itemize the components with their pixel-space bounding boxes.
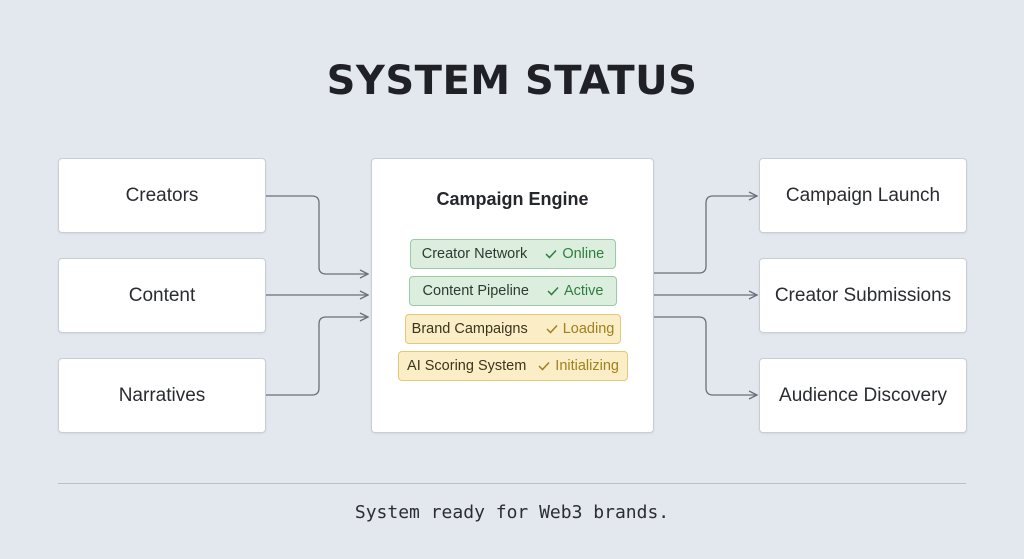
- badge-status: Active: [547, 283, 603, 299]
- status-badge-content-pipeline: Content Pipeline Active: [409, 276, 617, 306]
- divider: [58, 483, 966, 484]
- page-title: SYSTEM STATUS: [326, 58, 698, 104]
- node-label: Creators: [125, 184, 199, 206]
- node-label: Audience Discovery: [779, 384, 947, 406]
- input-node-creators: Creators: [58, 158, 266, 233]
- engine-title: Campaign Engine: [436, 189, 589, 209]
- status-badge-ai-scoring-system: AI Scoring System Initializing: [398, 351, 628, 381]
- check-icon: [545, 249, 557, 259]
- check-icon: [538, 361, 550, 371]
- badge-status: Initializing: [538, 358, 619, 374]
- badge-status: Online: [545, 246, 604, 262]
- status-badge-creator-network: Creator Network Online: [410, 239, 616, 269]
- check-icon: [546, 324, 558, 334]
- output-node-creator-submissions: Creator Submissions: [759, 258, 967, 333]
- badge-status: Loading: [546, 321, 614, 337]
- badge-name: AI Scoring System: [407, 358, 527, 374]
- output-node-campaign-launch: Campaign Launch: [759, 158, 967, 233]
- status-badge-brand-campaigns: Brand Campaigns Loading: [405, 314, 621, 344]
- node-label: Creator Submissions: [774, 284, 952, 306]
- badge-name: Brand Campaigns: [411, 321, 528, 337]
- check-icon: [547, 286, 559, 296]
- arrow-engine-to-launch: [654, 196, 757, 274]
- campaign-engine-panel: Campaign Engine Creator Network Online C…: [371, 158, 654, 433]
- node-label: Campaign Launch: [785, 184, 941, 206]
- node-label: Narratives: [118, 384, 206, 406]
- node-label: Content: [128, 284, 196, 306]
- badge-name: Content Pipeline: [422, 283, 529, 299]
- arrow-engine-to-discovery: [654, 316, 757, 395]
- input-node-narratives: Narratives: [58, 358, 266, 433]
- arrow-narratives-to-engine: [266, 317, 368, 396]
- badge-name: Creator Network: [421, 246, 528, 262]
- arrow-creators-to-engine: [266, 195, 368, 274]
- output-node-audience-discovery: Audience Discovery: [759, 358, 967, 433]
- footer-status-text: System ready for Web3 brands.: [354, 502, 670, 523]
- input-node-content: Content: [58, 258, 266, 333]
